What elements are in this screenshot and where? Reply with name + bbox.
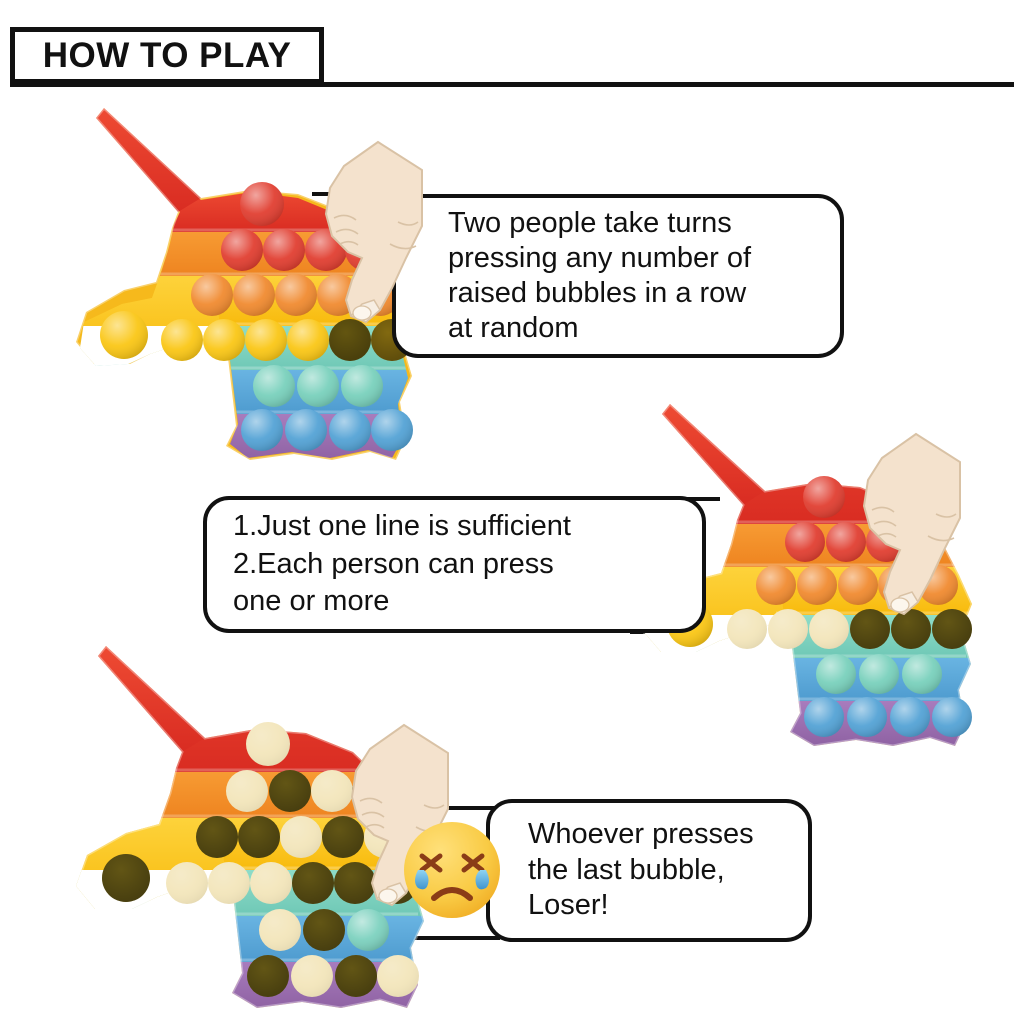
crying-face-emoji bbox=[404, 822, 500, 918]
callout-step-2: 1.Just one line is sufficient 2.Each per… bbox=[203, 496, 706, 633]
header-divider bbox=[10, 82, 1014, 87]
page-title: HOW TO PLAY bbox=[42, 36, 292, 75]
callout-step-3-text: Whoever presses the last bubble, Loser! bbox=[528, 817, 754, 922]
header-title-box: HOW TO PLAY bbox=[10, 27, 324, 84]
unicorn-pop-it-toy-step1 bbox=[74, 105, 416, 462]
connector-line-step3-bottom bbox=[400, 936, 500, 940]
callout-step-2-text: 1.Just one line is sufficient 2.Each per… bbox=[233, 509, 571, 618]
unicorn-pop-it-toy-step3 bbox=[74, 643, 427, 1010]
callout-step-1-text: Two people take turns pressing any numbe… bbox=[448, 206, 752, 345]
header: HOW TO PLAY bbox=[10, 27, 1014, 87]
callout-step-1: Two people take turns pressing any numbe… bbox=[392, 194, 844, 358]
callout-step-3: Whoever presses the last bubble, Loser! bbox=[486, 799, 812, 942]
